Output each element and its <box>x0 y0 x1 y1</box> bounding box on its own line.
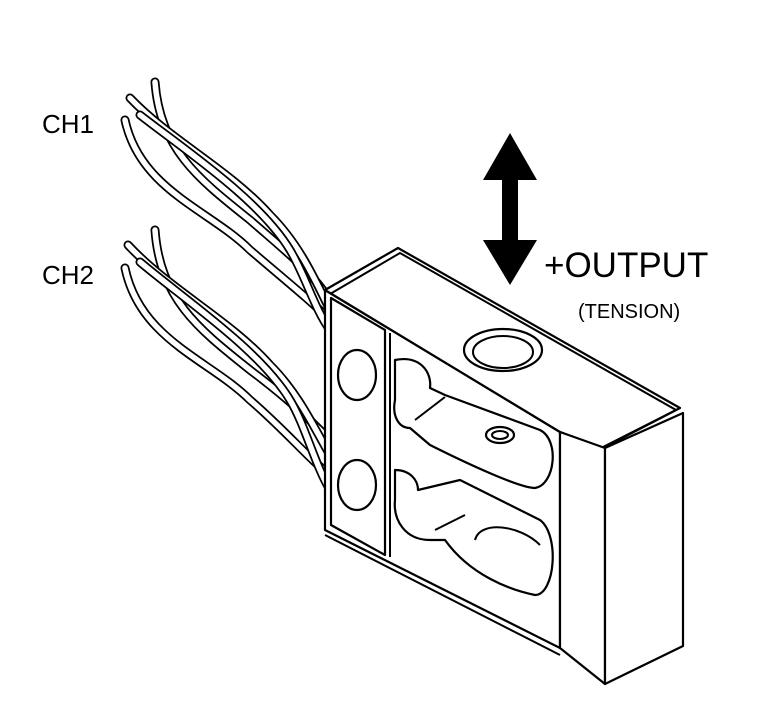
ch2-label: CH2 <box>42 260 94 290</box>
mount-hole-upper <box>336 348 378 402</box>
end-plate <box>329 296 387 557</box>
load-cell-body <box>323 246 685 686</box>
threaded-hole <box>484 425 516 445</box>
upper-slot <box>393 358 554 490</box>
ch1-label: CH1 <box>42 109 94 139</box>
ch1-wires <box>120 77 335 335</box>
lower-slot <box>393 468 554 597</box>
double-arrow-icon <box>483 133 537 285</box>
tension-label: (TENSION) <box>578 301 680 323</box>
output-label: +OUTPUT <box>544 246 708 285</box>
mount-hole-lower <box>336 458 378 512</box>
end-block-side <box>603 411 685 686</box>
ch2-wires <box>120 225 335 495</box>
end-block-front <box>558 430 607 686</box>
